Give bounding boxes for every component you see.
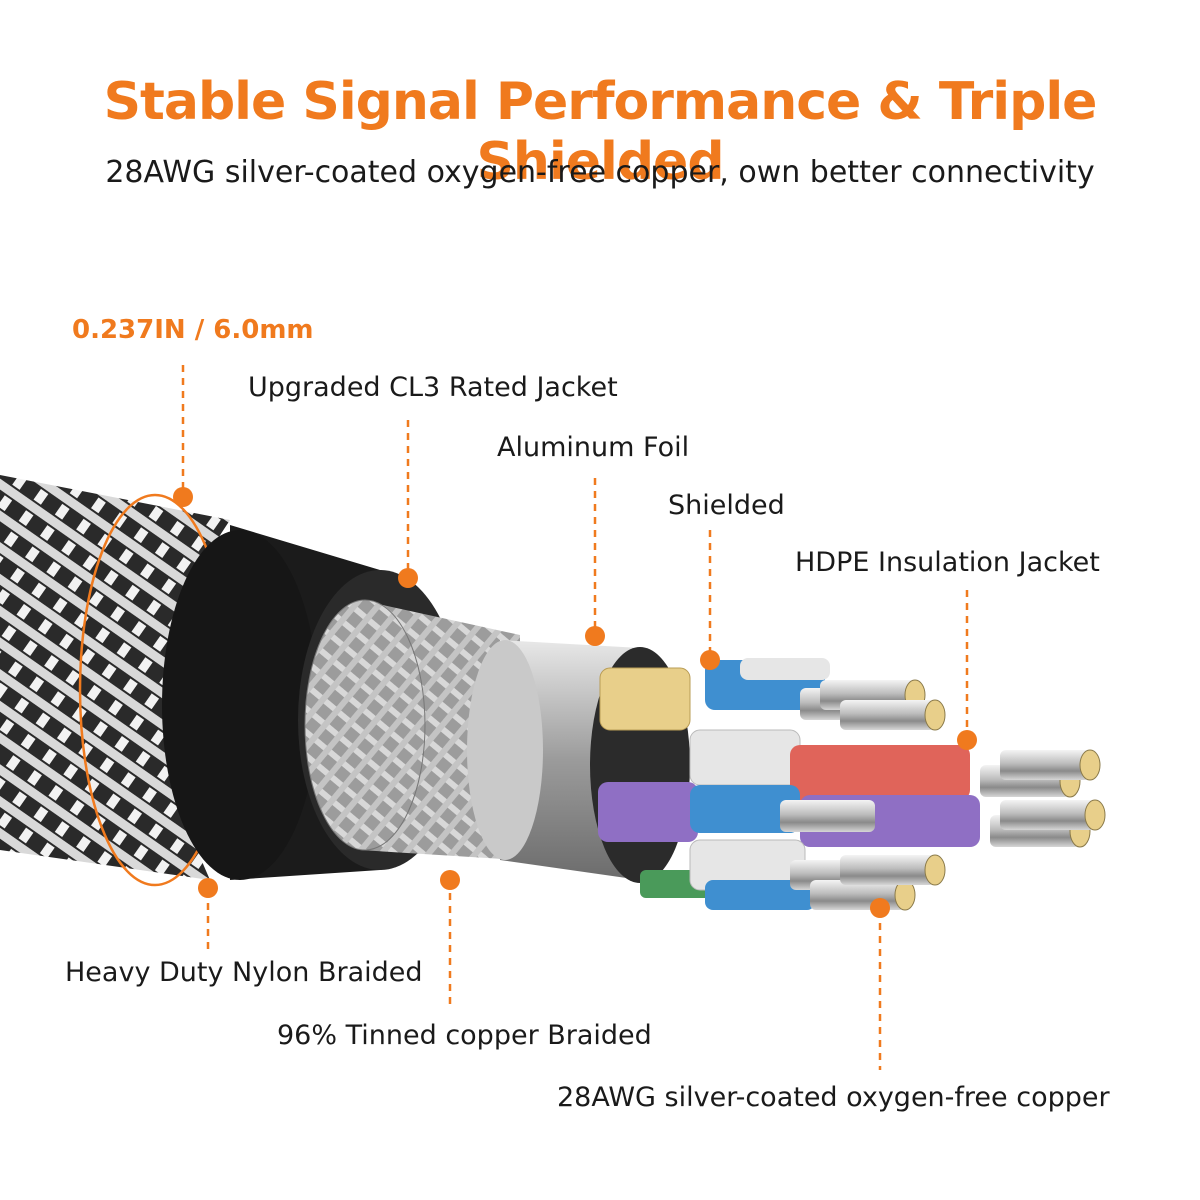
cl3-jacket-label: Upgraded CL3 Rated Jacket	[248, 372, 618, 403]
page-subtitle: 28AWG silver-coated oxygen-free copper, …	[105, 155, 1095, 190]
hdpe-jacket-label: HDPE Insulation Jacket	[795, 547, 1100, 578]
diameter-label: 0.237IN / 6.0mm	[72, 315, 314, 345]
callout-dots	[173, 487, 977, 918]
insulated-wires	[598, 658, 980, 910]
silver-copper-label: 28AWG silver-coated oxygen-free copper	[557, 1082, 1110, 1113]
aluminum-foil-label: Aluminum Foil	[497, 432, 690, 463]
page-title: Stable Signal Performance & Triple Shiel…	[103, 72, 1098, 192]
tinned-copper-label: 96% Tinned copper Braided	[277, 1020, 652, 1051]
shielded-label: Shielded	[668, 490, 785, 521]
copper-conductors	[780, 679, 1106, 911]
nylon-braided-label: Heavy Duty Nylon Braided	[65, 957, 423, 988]
callout-leaders	[181, 365, 969, 1070]
